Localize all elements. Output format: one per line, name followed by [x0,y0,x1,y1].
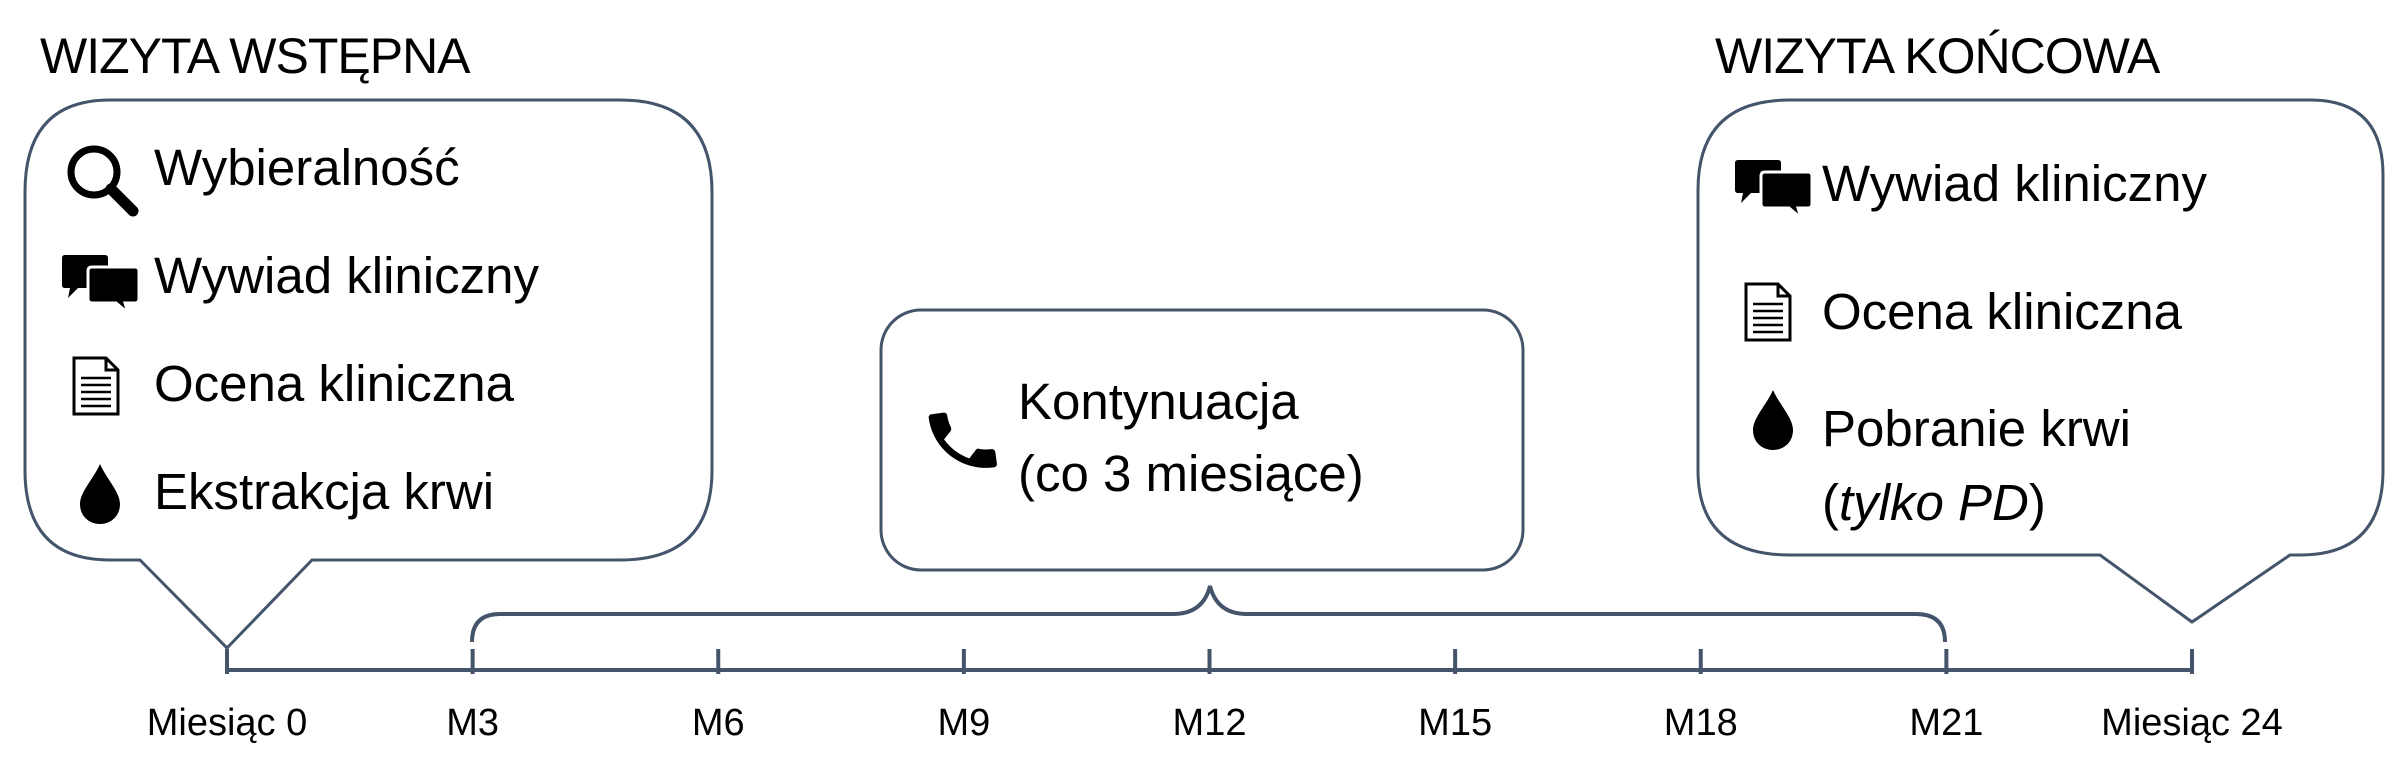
timeline-tick-label: M12 [1172,702,1247,744]
final-item-blood: Pobranie krwi (tylko PD) [1822,392,2131,540]
magnifier-icon [67,145,139,217]
final-item-interview: Wywiad kliniczny [1816,155,2207,212]
final-item-note: (tylko PD) [1822,466,2131,540]
timeline-tick-label: M21 [1909,702,1984,744]
timeline-tick-label: M18 [1663,702,1738,744]
initial-item-label: Wybieralność [154,139,460,196]
initial-item-interview: Wywiad kliniczny [148,247,539,304]
initial-item-assessment: Ocena kliniczna [148,355,515,412]
timeline-tick-label: M9 [937,702,991,744]
timeline-tick-label: Miesiąc 24 [2101,702,2283,744]
followup-line1: Kontynuacja [1018,373,1299,430]
timeline-tick-label: M3 [446,702,500,744]
final-visit-title: WIZYTA KOŃCOWA [1715,28,2160,84]
note-open-paren: ( [1822,474,1839,531]
initial-item-blood: Ekstrakcja krwi [148,463,495,520]
blood-drop-icon [1753,390,1793,450]
initial-item-eligibility: Wybieralność [148,139,460,196]
initial-item-label: Wywiad kliniczny [154,247,539,304]
initial-item-label: Ocena kliniczna [154,355,515,412]
blood-drop-icon [80,464,120,524]
timeline-ticks [225,649,2194,674]
final-item-label: Pobranie krwi [1822,400,2131,457]
followup-text: Kontynuacja (co 3 miesiące) [1018,366,1364,510]
followup-brace [470,585,1947,643]
final-item-label: Wywiad kliniczny [1822,155,2207,212]
speech-bubbles-icon [1735,160,1814,223]
document-icon [72,356,120,416]
initial-visit-callout [23,98,714,651]
timeline-tick-label: Miesiąc 0 [146,702,308,744]
document-icon [1744,282,1792,342]
note-close-paren: ) [2028,474,2046,531]
note-italic: tylko PD [1838,474,2029,531]
initial-item-label: Ekstrakcja krwi [154,463,495,520]
final-visit-callout [1696,98,2385,624]
followup-line2: (co 3 miesiące) [1018,445,1364,502]
timeline-tick-label: M15 [1418,702,1493,744]
final-item-assessment: Ocena kliniczna [1816,283,2183,340]
final-item-label: Ocena kliniczna [1822,283,2183,340]
timeline-tick-label: M6 [691,702,745,744]
followup-box [879,308,1525,572]
phone-icon [928,412,997,468]
speech-bubbles-icon [62,255,141,318]
initial-visit-title: WIZYTA WSTĘPNA [40,28,471,84]
